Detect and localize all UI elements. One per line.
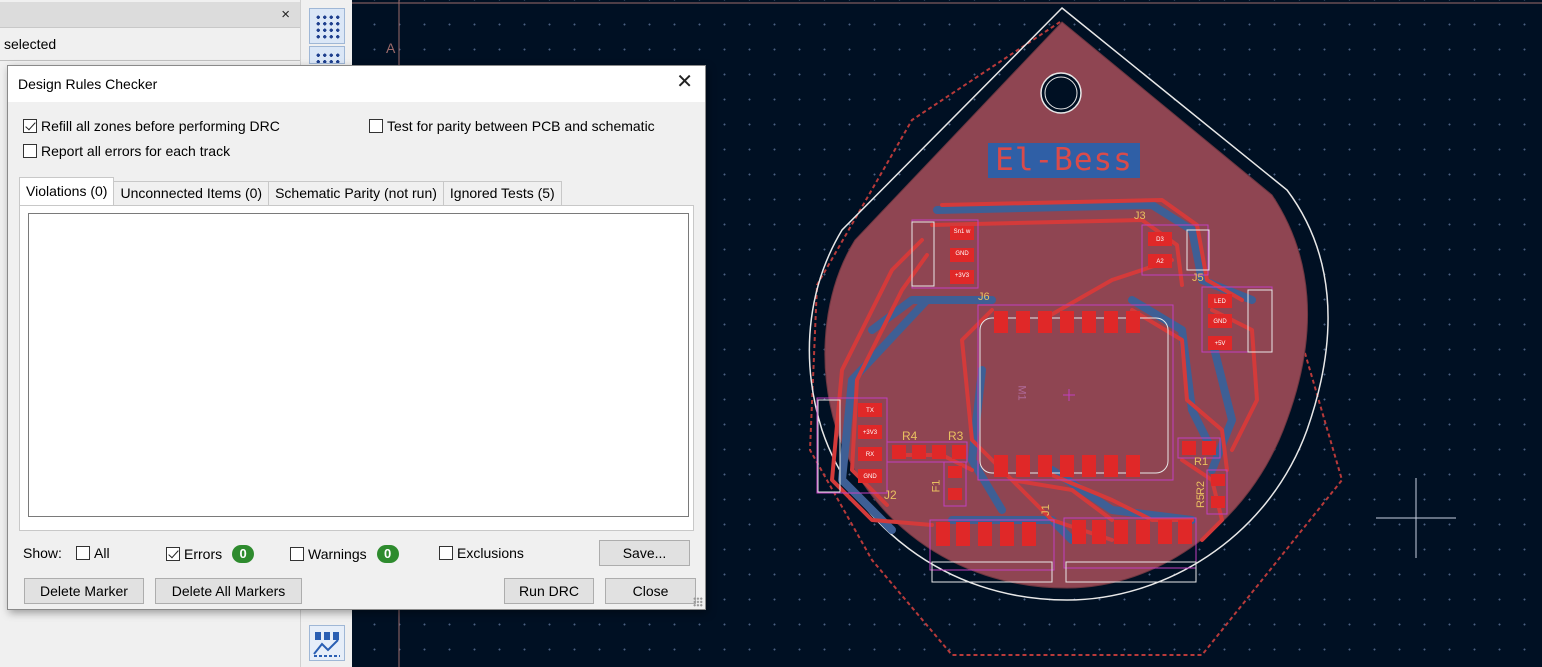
pad-label: D3 [1156,237,1164,243]
grid-icon [315,14,341,40]
route-tool-button[interactable] [309,625,345,661]
courtyard-outline [808,20,1344,656]
pad-label: A2 [1156,259,1164,265]
selection-status-text: selected [4,36,57,52]
ref-r2: R2 [1195,480,1208,496]
pad-label: TX [866,408,874,414]
report-all-errors-label: Report all errors for each track [41,143,231,159]
show-errors-label: Errors [184,546,223,562]
refill-zones-label: Refill all zones before performing DRC [41,118,280,134]
delete-all-markers-button[interactable]: Delete All Markers [155,578,302,604]
checkbox-unchecked-icon [76,546,90,560]
route-icon [313,632,340,657]
checkbox-unchecked-icon [369,119,383,133]
grid-snap-button[interactable] [309,46,345,64]
dialog-titlebar[interactable]: Design Rules Checker ✕ [8,66,705,102]
close-button[interactable]: Close [605,578,696,604]
pad-label: +3V3 [862,430,878,436]
pad-label: GND [955,251,969,257]
cursor-crosshair [1376,478,1456,558]
pad-label: LED [1214,299,1226,305]
pad-label: GND [863,474,877,480]
report-all-errors-checkbox[interactable]: Report all errors for each track [23,143,230,159]
tab-ignored-tests[interactable]: Ignored Tests (5) [442,181,562,205]
grid-snap-icon [315,52,341,63]
drc-dialog: Design Rules Checker ✕ Refill all zones … [7,65,706,610]
delete-marker-button[interactable]: Delete Marker [24,578,144,604]
pads [858,226,1232,546]
ref-j3: J3 [1134,210,1146,222]
test-parity-label: Test for parity between PCB and schemati… [387,118,655,134]
checkbox-unchecked-icon [290,547,304,561]
ref-r3: R3 [948,429,964,443]
pad-label: +5V [1214,341,1226,347]
tab-schematic-parity[interactable]: Schematic Parity (not run) [268,181,444,205]
panel-header: × [0,2,300,28]
show-filter-label: Show: [23,545,62,561]
panel-divider [0,60,300,61]
ref-r1: R1 [1194,456,1209,468]
resize-grip[interactable] [693,597,703,607]
ref-r5: R5 [1195,493,1208,509]
connector-bodies [817,221,1273,583]
panel-close-button[interactable]: × [281,6,290,23]
grid-toggle-button[interactable] [309,8,345,44]
mounting-hole-inner [1044,76,1078,110]
ref-j1: J1 [1039,504,1052,516]
show-all-label: All [94,545,110,561]
violations-list[interactable] [28,213,689,517]
pad-label: RX [865,452,875,458]
tab-violations[interactable]: Violations (0) [19,177,115,205]
show-exclusions-label: Exclusions [457,545,524,561]
show-warnings-label: Warnings [308,546,367,562]
checkbox-unchecked-icon [23,144,37,158]
save-button[interactable]: Save... [599,540,690,566]
checkbox-checked-icon [166,547,180,561]
board-edge-outline [808,6,1329,601]
results-tabs: Violations (0) Unconnected Items (0) Sch… [19,177,562,205]
show-warnings-checkbox[interactable]: Warnings 0 [290,545,399,563]
sheet-zone-label: A [386,40,396,56]
module-center-marker [1063,389,1075,401]
test-parity-checkbox[interactable]: Test for parity between PCB and schemati… [369,118,655,134]
pad-label: GND [1213,319,1227,325]
tab-unconnected-items[interactable]: Unconnected Items (0) [113,181,270,205]
silkscreen-text-background [988,143,1140,178]
silkscreen-title: El-Bess [995,142,1133,178]
checkbox-checked-icon [23,119,37,133]
dialog-close-icon[interactable]: ✕ [676,71,693,93]
ref-j6: J6 [978,291,990,303]
errors-count-badge: 0 [232,545,255,563]
ref-m1: M1 [1015,385,1028,401]
ref-f1: F1 [930,479,943,493]
module-courtyard [977,304,1174,481]
ref-r4: R4 [902,429,918,443]
pcb-drawing [352,0,1542,667]
dialog-title: Design Rules Checker [18,76,158,92]
show-errors-checkbox[interactable]: Errors 0 [166,545,255,563]
show-exclusions-checkbox[interactable]: Exclusions [439,545,524,561]
ref-j5: J5 [1192,272,1204,284]
run-drc-button[interactable]: Run DRC [504,578,594,604]
pad-label: +3V3 [954,273,970,279]
show-all-checkbox[interactable]: All [76,545,110,561]
warnings-count-badge: 0 [376,545,399,563]
pad-label: Sn1 w [953,229,971,235]
checkbox-unchecked-icon [439,546,453,560]
ref-j2: J2 [884,488,897,502]
refill-zones-checkbox[interactable]: Refill all zones before performing DRC [23,118,280,134]
tab-panel [19,205,694,531]
